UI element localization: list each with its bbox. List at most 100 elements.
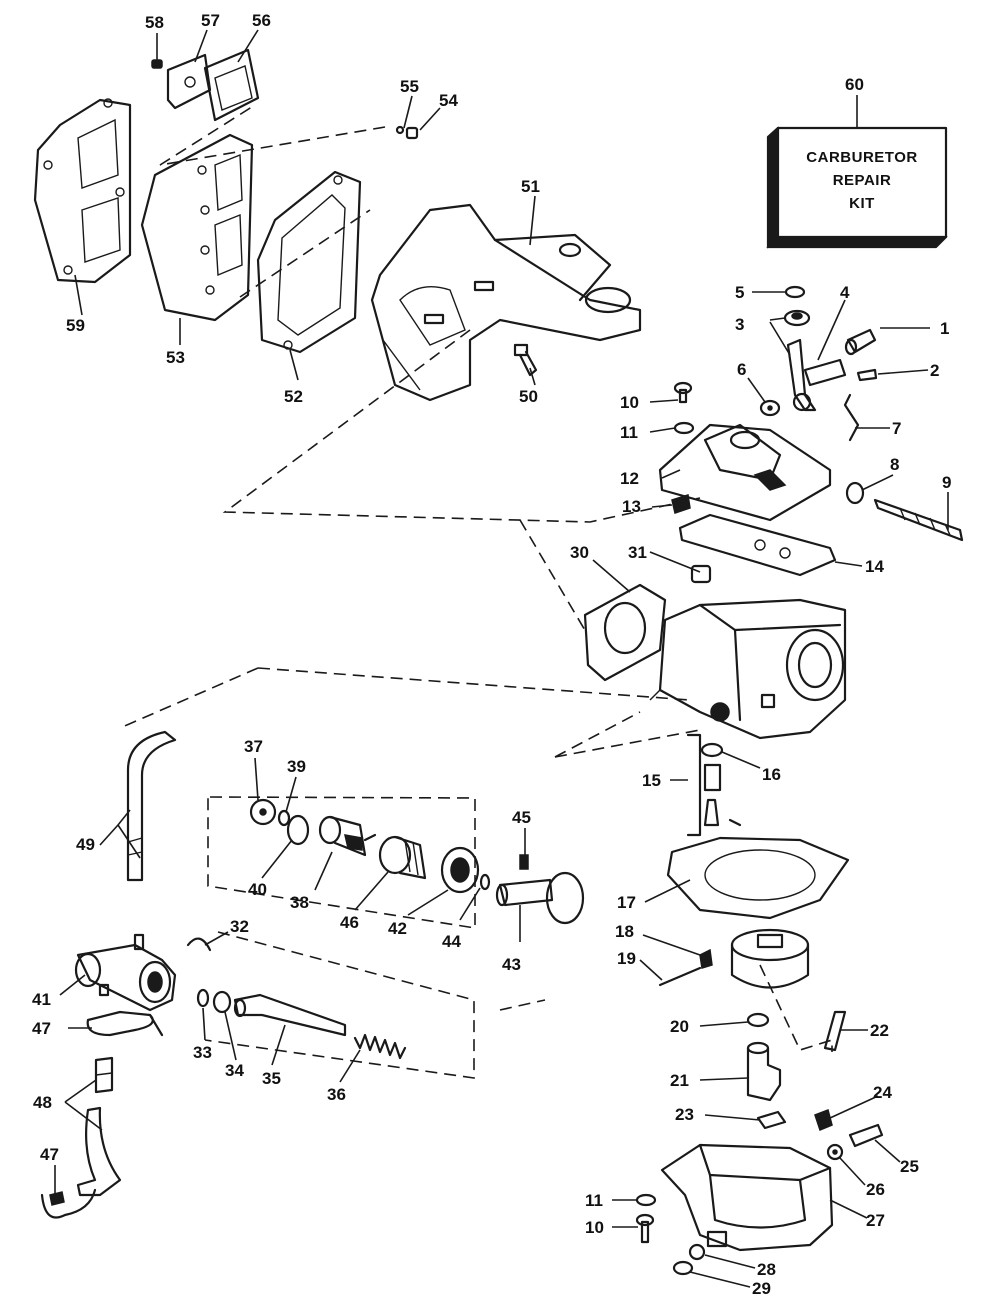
- part-8-spring: [845, 481, 865, 505]
- part-25-drain-screw: [848, 1123, 884, 1148]
- part-19-pin: [658, 966, 702, 987]
- part-39-o-ring: [277, 809, 291, 827]
- part-10-screw-top: [673, 381, 693, 404]
- callout-10-bottom: 10: [585, 1218, 604, 1237]
- callout-14: 14: [865, 557, 884, 576]
- part-37-washer: [249, 798, 277, 826]
- callout-27: 27: [866, 1211, 885, 1230]
- repair-kit-label-line3: KIT: [849, 195, 875, 212]
- callout-6: 6: [737, 360, 746, 379]
- callout-2: 2: [930, 361, 939, 380]
- callout-47-bottom: 47: [40, 1145, 59, 1164]
- part-28-washer: [688, 1243, 706, 1261]
- callout-10-top: 10: [620, 393, 639, 412]
- callout-17: 17: [617, 893, 636, 912]
- callout-3: 3: [735, 315, 744, 334]
- part-50-bolt: [513, 343, 538, 377]
- part-17-gasket: [666, 836, 850, 920]
- part-30-gasket: [583, 583, 667, 682]
- part-6-washer: [759, 399, 781, 417]
- part-43-plunger: [495, 871, 585, 925]
- part-35-plunger-shaft: [233, 993, 347, 1037]
- part-60-repair-kit-box: [766, 126, 948, 249]
- callout-13: 13: [622, 497, 641, 516]
- part-13-spring: [671, 494, 691, 514]
- callout-33: 33: [193, 1043, 212, 1062]
- callout-39: 39: [287, 757, 306, 776]
- part-5-clip: [784, 285, 806, 299]
- callout-8: 8: [890, 455, 899, 474]
- part-49-hose: [126, 730, 177, 882]
- callout-54: 54: [439, 91, 458, 110]
- part-56-gasket: [203, 48, 260, 122]
- assembly-dashed-lines: [119, 104, 833, 1079]
- callout-43: 43: [502, 955, 521, 974]
- callout-57: 57: [201, 11, 220, 30]
- part-2-screw: [856, 368, 878, 382]
- callout-26: 26: [866, 1180, 885, 1199]
- part-38-fitting: [318, 815, 377, 857]
- callout-24: 24: [873, 1083, 892, 1102]
- callout-11-top: 11: [620, 423, 638, 442]
- callout-49: 49: [76, 835, 95, 854]
- callout-22: 22: [870, 1021, 889, 1040]
- part-1-screw: [844, 328, 877, 356]
- repair-kit-label-line2: REPAIR: [833, 172, 892, 189]
- part-51-air-silencer-base: [370, 203, 642, 402]
- part-12-throttle-body-cover: [658, 423, 832, 522]
- part-47-clamp-top: [86, 1010, 164, 1037]
- part-15-needle-valve-bracket: [686, 733, 742, 837]
- callout-32: 32: [230, 917, 249, 936]
- part-21-float-bowl-insert: [746, 1041, 782, 1102]
- callout-20: 20: [670, 1017, 689, 1036]
- part-11-washer-bottom: [635, 1193, 657, 1207]
- callout-29: 29: [752, 1279, 771, 1298]
- callout-41: 41: [32, 990, 51, 1009]
- part-31-nut: [690, 564, 712, 584]
- callout-40: 40: [248, 880, 267, 899]
- part-10-screw-bottom: [635, 1213, 655, 1244]
- part-55-washer: [395, 125, 405, 135]
- part-18-float: [699, 928, 810, 989]
- part-23-gasket: [756, 1110, 787, 1130]
- part-26-washer: [826, 1143, 844, 1161]
- callout-37: 37: [244, 737, 263, 756]
- part-29-screw: [672, 1260, 694, 1276]
- part-11-washer-top: [673, 421, 695, 435]
- callout-19: 19: [617, 949, 636, 968]
- callout-numbers: 1 2 3 4 5 6 7 8 9 10 10 11 11 12 13 14 1…: [32, 11, 951, 1298]
- callout-52: 52: [284, 387, 303, 406]
- callout-21: 21: [670, 1071, 689, 1090]
- callout-36: 36: [327, 1085, 346, 1104]
- part-42-retainer: [440, 846, 480, 894]
- callout-38: 38: [290, 893, 309, 912]
- callout-50: 50: [519, 387, 538, 406]
- part-44-o-ring: [479, 873, 491, 891]
- part-40-o-ring: [286, 814, 310, 846]
- part-53-gasket: [140, 133, 254, 322]
- callout-47-top: 47: [32, 1019, 51, 1038]
- callout-30: 30: [570, 543, 589, 562]
- callout-15: 15: [642, 771, 661, 790]
- callout-9: 9: [942, 473, 951, 492]
- callout-42: 42: [388, 919, 407, 938]
- callout-51: 51: [521, 177, 540, 196]
- carburetor-body: [649, 598, 847, 740]
- part-46-nut: [378, 835, 427, 880]
- part-41-primer-housing: [74, 933, 177, 1012]
- part-7-link: [843, 393, 860, 442]
- callout-18: 18: [615, 922, 634, 941]
- callout-28: 28: [757, 1260, 776, 1279]
- leader-lines: [54, 29, 949, 1288]
- part-54-nut: [405, 126, 419, 140]
- callout-48: 48: [33, 1093, 52, 1112]
- callout-23: 23: [675, 1105, 694, 1124]
- part-3-bushing: [783, 309, 811, 327]
- callout-46: 46: [340, 913, 359, 932]
- callout-45: 45: [512, 808, 531, 827]
- callout-25: 25: [900, 1157, 919, 1176]
- callout-12: 12: [620, 469, 639, 488]
- callout-60: 60: [845, 75, 864, 94]
- part-27-float-bowl: [660, 1143, 834, 1252]
